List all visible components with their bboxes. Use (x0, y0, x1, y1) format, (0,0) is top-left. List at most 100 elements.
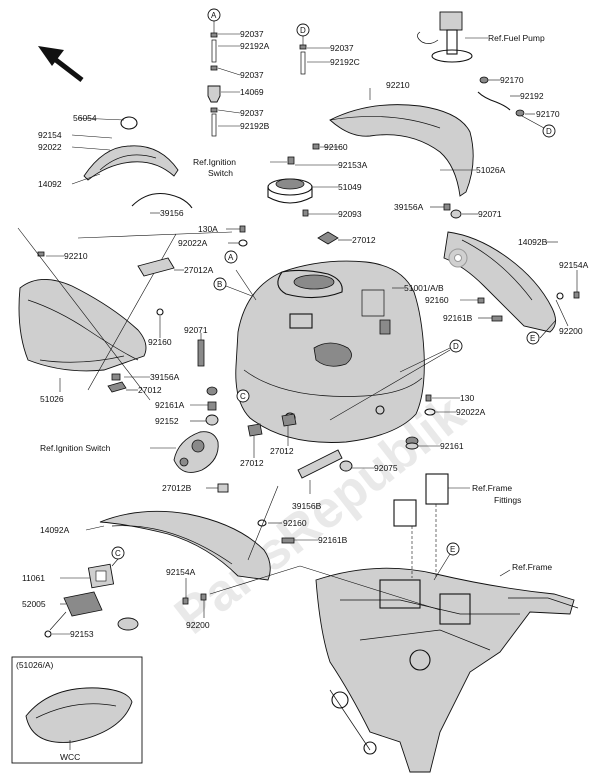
right-fasteners (460, 270, 580, 339)
label-92210-a: 92210 (64, 251, 88, 261)
label-51026: 51026 (40, 394, 64, 404)
label-92160-a: 92160 (148, 337, 172, 347)
label-92160-b: 92160 (324, 142, 348, 152)
label-92075: 92075 (374, 463, 398, 473)
label-92192b: 92192B (240, 121, 270, 131)
label-27012b: 27012B (162, 483, 192, 493)
label-92153a: 92153A (338, 160, 368, 170)
callout-e-frame-label: E (450, 545, 455, 554)
label-27012-c: 27012 (270, 446, 294, 456)
detail-c-parts: C (44, 546, 139, 638)
label-92071-left: 92071 (184, 325, 208, 335)
label-92160-lower: 92160 (283, 518, 307, 528)
label-130a: 130A (198, 224, 218, 234)
label-92022a-right: 92022A (456, 407, 486, 417)
callout-d-top-label: D (300, 26, 306, 35)
fuel-cap-parts (267, 143, 340, 217)
ref-ignition-switch-top-2: Switch (208, 168, 233, 178)
label-27012-b: 27012 (240, 458, 264, 468)
label-wcc: WCC (60, 752, 80, 762)
ref-frame-fittings-1: Ref.Frame (472, 483, 512, 493)
label-92161: 92161 (440, 441, 464, 451)
label-52005: 52005 (22, 599, 46, 609)
ignition-switch-reference (150, 431, 219, 473)
tank-rear-fasteners (297, 394, 460, 494)
tank-mount-parts (190, 386, 297, 458)
label-92037-c: 92037 (240, 108, 264, 118)
label-56054: 56054 (73, 113, 97, 123)
ref-ignition-switch-left: Ref.Ignition Switch (40, 443, 111, 453)
label-92200-right: 92200 (559, 326, 583, 336)
label-92037-a: 92037 (240, 29, 264, 39)
left-side-cover-51026 (18, 251, 147, 392)
label-51049: 51049 (338, 182, 362, 192)
ref-frame: Ref.Frame (512, 562, 552, 572)
label-92153: 92153 (70, 629, 94, 639)
label-92154a-lower: 92154A (166, 567, 196, 577)
callout-b-label: B (217, 280, 222, 289)
label-92192a: 92192A (240, 41, 270, 51)
right-side-cover-14092b (443, 231, 564, 333)
ref-fuel-pump: Ref.Fuel Pump (488, 33, 545, 43)
label-92200-lower: 92200 (186, 620, 210, 630)
callout-d-right-label: D (546, 127, 552, 136)
label-39156a-left: 39156A (150, 372, 180, 382)
label-39156b: 39156B (292, 501, 322, 511)
inset-51026a-wcc (11, 656, 143, 764)
tank-cover-51026a (329, 88, 476, 197)
label-92161b-lower: 92161B (318, 535, 348, 545)
label-51026a-inset: (51026/A) (16, 660, 53, 670)
left-grommets (107, 308, 205, 393)
label-92152: 92152 (155, 416, 179, 426)
front-direction-arrow-icon (38, 46, 84, 82)
label-92037-b: 92037 (240, 70, 264, 80)
fuel-hose-parts: D (477, 76, 556, 138)
callout-e-right-label: E (530, 334, 535, 343)
callout-c-detail-label: C (115, 549, 121, 558)
ref-ignition-switch-top-1: Ref.Ignition (193, 157, 236, 167)
label-92071-right: 92071 (478, 209, 502, 219)
label-92161a: 92161A (155, 400, 185, 410)
label-92170-b: 92170 (536, 109, 560, 119)
label-92210-b: 92210 (386, 80, 410, 90)
lower-fasteners (182, 565, 301, 618)
label-51026a: 51026A (476, 165, 506, 175)
breather-hose-assembly: A (207, 8, 241, 137)
front-cover-14092 (71, 116, 193, 214)
callout-c-tank-label: C (240, 392, 246, 401)
label-92022a-left: 92022A (178, 238, 208, 248)
label-27012-d: 27012 (352, 235, 376, 245)
label-92154a-right: 92154A (559, 260, 589, 270)
left-fasteners (137, 225, 248, 277)
fuel-tank-51001 (235, 260, 425, 443)
callout-d-tank-label: D (453, 342, 459, 351)
fuel-pump-reference (417, 11, 488, 63)
callout-a-tank-label: A (228, 253, 234, 262)
label-92022: 92022 (38, 142, 62, 152)
label-27012-a: 27012 (138, 385, 162, 395)
label-92170-a: 92170 (500, 75, 524, 85)
drain-hose-assembly: D (296, 23, 330, 75)
label-92192: 92192 (520, 91, 544, 101)
label-14092b: 14092B (518, 237, 548, 247)
frame-reference (299, 473, 579, 773)
label-92093: 92093 (338, 209, 362, 219)
label-27012a: 27012A (184, 265, 214, 275)
label-92037-d: 92037 (330, 43, 354, 53)
ref-frame-fittings-2: Fittings (494, 495, 521, 505)
label-11061: 11061 (22, 573, 45, 583)
label-14069: 14069 (240, 87, 264, 97)
label-92154: 92154 (38, 130, 62, 140)
lower-cover-14092a (85, 483, 318, 581)
label-14092a: 14092A (40, 525, 70, 535)
label-39156: 39156 (160, 208, 184, 218)
gear-icon (448, 248, 468, 268)
label-51001: 51001/A/B (404, 283, 444, 293)
label-14092: 14092 (38, 179, 62, 189)
right-grommets (317, 203, 478, 245)
label-92161b-right: 92161B (443, 313, 473, 323)
label-130: 130 (460, 393, 474, 403)
label-92160-c: 92160 (425, 295, 449, 305)
